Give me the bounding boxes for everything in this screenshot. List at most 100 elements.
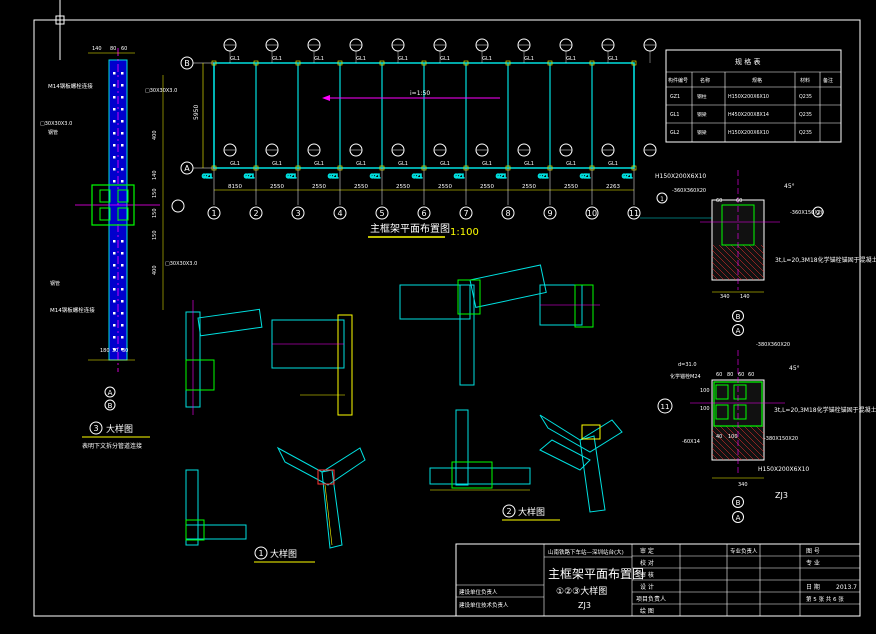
- detail3-dim-bottom-1: 30: [112, 348, 118, 354]
- rt-axis-a: A: [736, 327, 741, 335]
- row-a-label: A: [184, 164, 190, 173]
- rb-dim-8: 340: [738, 482, 748, 488]
- detail-3-left[interactable]: 140 80 60 400 400 140 150 150 150 M14钢板螺…: [40, 46, 197, 450]
- rb-code: ZJ3: [775, 491, 788, 500]
- detail2-circle-label: 2: [506, 507, 511, 516]
- rb-bolt: 化学锚栓M24: [670, 373, 701, 380]
- beam-code-top: GL1: [356, 56, 366, 62]
- bay-dim-2: 2550: [270, 184, 284, 190]
- rt-marker-1: 1: [660, 196, 664, 203]
- concrete-block-2: [711, 379, 765, 461]
- tb-role-5: 绘 图: [640, 607, 654, 615]
- axis-number-9: 9: [547, 209, 552, 218]
- detail2-title: 大样图: [518, 506, 545, 518]
- beam-code-bottom: GL1: [356, 161, 366, 167]
- tb-left-label-0: 建设单位负责人: [459, 588, 498, 596]
- beam-code-top: GL1: [566, 56, 576, 62]
- tb-role-right-0: 专业负责人: [730, 547, 758, 555]
- detail3-dim-top-1: 80: [110, 46, 116, 52]
- plan-height-dim: 5950: [193, 105, 200, 120]
- schedule-header-3: 材料: [800, 77, 810, 84]
- column-code: GZ1: [328, 174, 338, 180]
- beam-code-top: GL1: [440, 56, 450, 62]
- detail-1-group[interactable]: 1 大样图: [185, 300, 366, 563]
- beam-code-top: GL1: [272, 56, 282, 62]
- axis-bubble-5: [375, 206, 389, 220]
- axis-bubble-6: [417, 206, 431, 220]
- axis-number-11: 11: [629, 209, 639, 218]
- axis-bubble-2: [249, 206, 263, 220]
- tb-role-0: 审 定: [640, 547, 654, 555]
- column-code: GZ1: [370, 174, 380, 180]
- detail1-circle-label: 1: [258, 549, 263, 558]
- schedule-cell-2-1: 钢梁: [697, 129, 707, 136]
- schedule-cell-0-1: 钢柱: [697, 93, 707, 100]
- detail3-dim-bottom-0: 180: [100, 348, 110, 354]
- rb-axis-b: B: [736, 499, 741, 507]
- detail3-dim-top-2: 60: [121, 46, 127, 52]
- rb-dim-3: 60: [748, 372, 754, 378]
- rb-dim-6: 40: [716, 434, 722, 440]
- column-code: GZ1: [496, 174, 506, 180]
- detail3-title: 大样图: [106, 423, 133, 435]
- column-code: GZ1: [454, 174, 464, 180]
- rb-steel: -60X14: [682, 439, 700, 445]
- axis-bubble-8: [501, 206, 515, 220]
- rt-plate: -360X360X20: [672, 188, 706, 194]
- detail-2-group[interactable]: 2 大样图: [399, 264, 623, 521]
- column-code: GZ1: [202, 174, 212, 180]
- rt-axis-b: B: [736, 313, 741, 321]
- detail-right-bottom-zj3[interactable]: 11 -380X360X20 45° 3t,L=20,3M18化学锚栓锚固于混凝…: [657, 342, 876, 523]
- axis-number-2: 2: [253, 209, 258, 218]
- schedule-cell-1-0: GL1: [670, 112, 679, 118]
- schedule-cell-0-2: H150X200X6X10: [728, 94, 769, 100]
- axis-number-7: 7: [463, 209, 468, 218]
- detail3-dim-side-5: 150: [152, 230, 158, 240]
- detail3-dim-side-1: 400: [152, 265, 158, 275]
- rb-dim-2: 60: [738, 372, 744, 378]
- rb-angle: 45°: [789, 365, 800, 372]
- column-code: GZ1: [412, 174, 422, 180]
- column-code: GZ1: [622, 174, 632, 180]
- detail3-axis-b: B: [108, 402, 113, 410]
- axis-number-1: 1: [211, 209, 216, 218]
- beam-code-bottom: GL1: [482, 161, 492, 167]
- detail3-dim-side-4: 150: [152, 208, 158, 218]
- plan-scale: 1:100: [450, 227, 479, 238]
- detail3-joint-plate: [91, 184, 135, 226]
- rt-h-label: H150X200X6X10: [655, 173, 706, 180]
- detail1-title: 大样图: [270, 548, 297, 560]
- detail3-dim-bottom-2: 30: [122, 348, 128, 354]
- row-b-label: B: [184, 59, 190, 68]
- bay-dim-1: 8150: [228, 184, 242, 190]
- detail3-dim-side-2: 140: [152, 170, 158, 180]
- rb-plate: -380X360X20: [756, 342, 790, 348]
- axis-number-5: 5: [379, 209, 384, 218]
- tb-project: 山南铁路下车站—深圳站台(大): [548, 548, 624, 556]
- schedule-cell-0-0: GZ1: [670, 94, 680, 100]
- rt-marker-2: 2: [816, 210, 820, 217]
- tb-role-right-4: 第 5 张 共 6 张: [806, 595, 844, 603]
- bay-dim-5: 2550: [396, 184, 410, 190]
- tb-drawing-name: 主框架平面布置图: [548, 567, 644, 581]
- bay-dim-3: 2550: [312, 184, 326, 190]
- beam-code-top: GL1: [314, 56, 324, 62]
- detail3-note-5: 钢管: [50, 280, 60, 287]
- rb-h-label: H150X200X6X10: [758, 466, 809, 473]
- tb-role-2: 审 核: [640, 571, 654, 579]
- rb-dim-4: 100: [700, 388, 710, 394]
- tb-role-3: 设 计: [640, 583, 654, 591]
- bay-dim-7: 2550: [480, 184, 494, 190]
- bay-dim-9: 2550: [564, 184, 578, 190]
- column-code: GZ1: [580, 174, 590, 180]
- detail-right-top[interactable]: H150X200X6X10 -360X360X20 -360X150X20 45…: [640, 170, 876, 336]
- rt-dim-3: 340: [720, 294, 730, 300]
- detail3-dim-side-3: 150: [152, 188, 158, 198]
- detail3-dim-top-0: 140: [92, 46, 102, 52]
- title-block[interactable]: 山南铁路下车站—深圳站台(大) 主框架平面布置图 ①②③大样图 ZJ3 建设单位…: [455, 543, 861, 617]
- rt-angle: 45°: [784, 183, 795, 190]
- beam-code-bottom: GL1: [608, 161, 618, 167]
